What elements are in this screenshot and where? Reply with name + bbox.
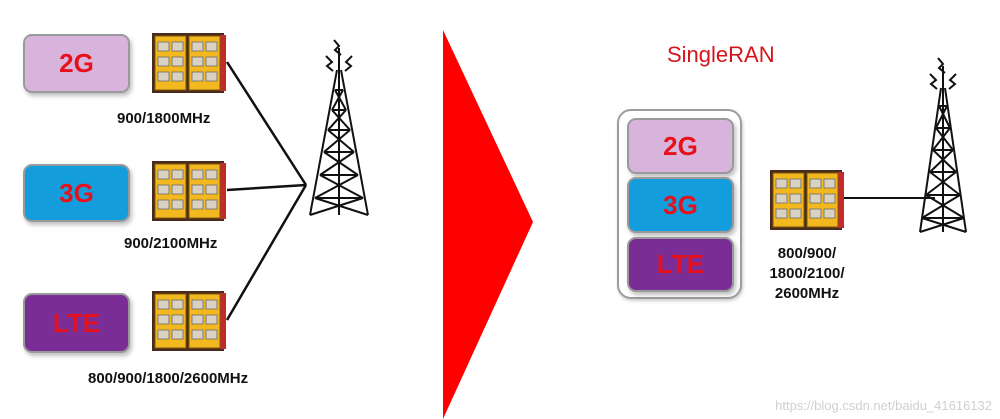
transition-arrow-icon [443, 30, 533, 419]
singleran-freq-line: 2600MHz [774, 285, 840, 302]
freq-label-2g: 900/1800MHz [117, 110, 211, 127]
singleran-tech-3g: 3G [627, 177, 734, 233]
freq-label-lte: 800/900/1800/2600MHz [88, 370, 249, 387]
base-station-unit-icon [769, 169, 845, 231]
singleran-freq-label: 800/900/ 1800/2100/ 2600MHz [752, 244, 862, 304]
cell-tower-icon [309, 39, 369, 216]
singleran-freq-line: 800/900/ [777, 245, 837, 262]
base-station-unit-icon [151, 160, 227, 222]
singleran-tech-lte: LTE [627, 237, 734, 292]
tech-box-lte: LTE [23, 293, 130, 353]
base-station-unit-icon [151, 32, 227, 94]
base-station-unit-icon [151, 290, 227, 352]
tech-box-3g: 3G [23, 164, 130, 222]
watermark: https://blog.csdn.net/baidu_41616132 [775, 398, 992, 413]
singleran-title: SingleRAN [667, 42, 775, 67]
freq-label-3g: 900/2100MHz [124, 235, 218, 252]
singleran-tech-2g: 2G [627, 118, 734, 174]
tech-box-2g: 2G [23, 34, 130, 93]
cell-tower-icon [919, 57, 967, 233]
singleran-freq-line: 1800/2100/ [769, 265, 845, 282]
connection-lines [225, 61, 308, 321]
